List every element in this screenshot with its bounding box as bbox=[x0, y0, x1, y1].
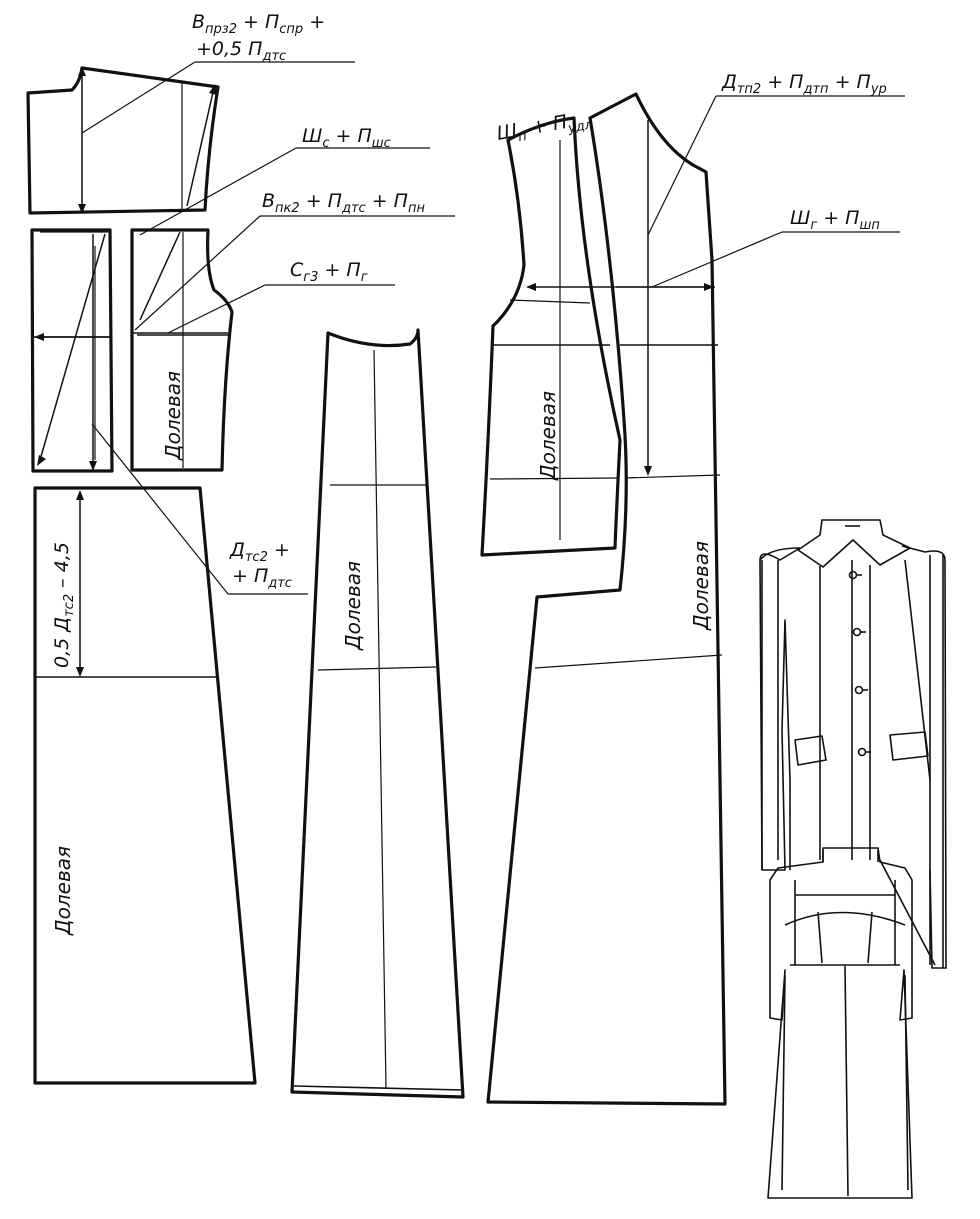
back-yoke-piece bbox=[26, 66, 220, 215]
side-panel-piece: Долевая bbox=[290, 328, 465, 1099]
grain-label-front: Долевая bbox=[689, 541, 713, 631]
measurement-labels: Впрз2 + Пспр + +0,5 Пдтс Шс + Пшс Впк2 +… bbox=[51, 11, 887, 668]
back-middle-piece bbox=[30, 228, 114, 473]
coat-back-sketch bbox=[767, 847, 913, 1199]
side-front-piece: Долевая bbox=[480, 116, 622, 557]
grain-label-back-side: Долевая bbox=[161, 371, 185, 461]
label-back-waist-line2: + Пдтс bbox=[232, 565, 292, 591]
label-bust-width: Шг + Пшп bbox=[790, 207, 880, 233]
leader-lines bbox=[81, 61, 905, 595]
coat-front-sketch bbox=[759, 519, 947, 969]
label-skirt-length: 0,5 Дтс2 – 4,5 bbox=[51, 542, 77, 668]
back-side-piece: Долевая bbox=[130, 228, 234, 472]
label-front-length: Дтп2 + Пдтп + Пур bbox=[721, 71, 887, 97]
label-back-width: Шс + Пшс bbox=[302, 125, 391, 151]
label-chest-girth: Сг3 + Пг bbox=[290, 259, 368, 285]
grain-label-side-panel: Долевая bbox=[341, 561, 365, 651]
label-yoke-height-line2: +0,5 Пдтс bbox=[196, 38, 286, 64]
back-skirt-piece: Долевая bbox=[33, 486, 257, 1085]
label-yoke-height-line1: Впрз2 + Пспр + bbox=[192, 11, 325, 37]
label-back-waist-line1: Дтс2 + bbox=[229, 539, 290, 565]
grain-label-back-skirt: Долевая bbox=[51, 846, 75, 936]
label-armhole-height: Впк2 + Пдтс + Ппн bbox=[262, 190, 425, 216]
label-side-width: Шп + Пудл bbox=[495, 107, 594, 149]
grain-label-side-front: Долевая bbox=[536, 391, 560, 481]
front-piece: Долевая bbox=[486, 92, 727, 1106]
